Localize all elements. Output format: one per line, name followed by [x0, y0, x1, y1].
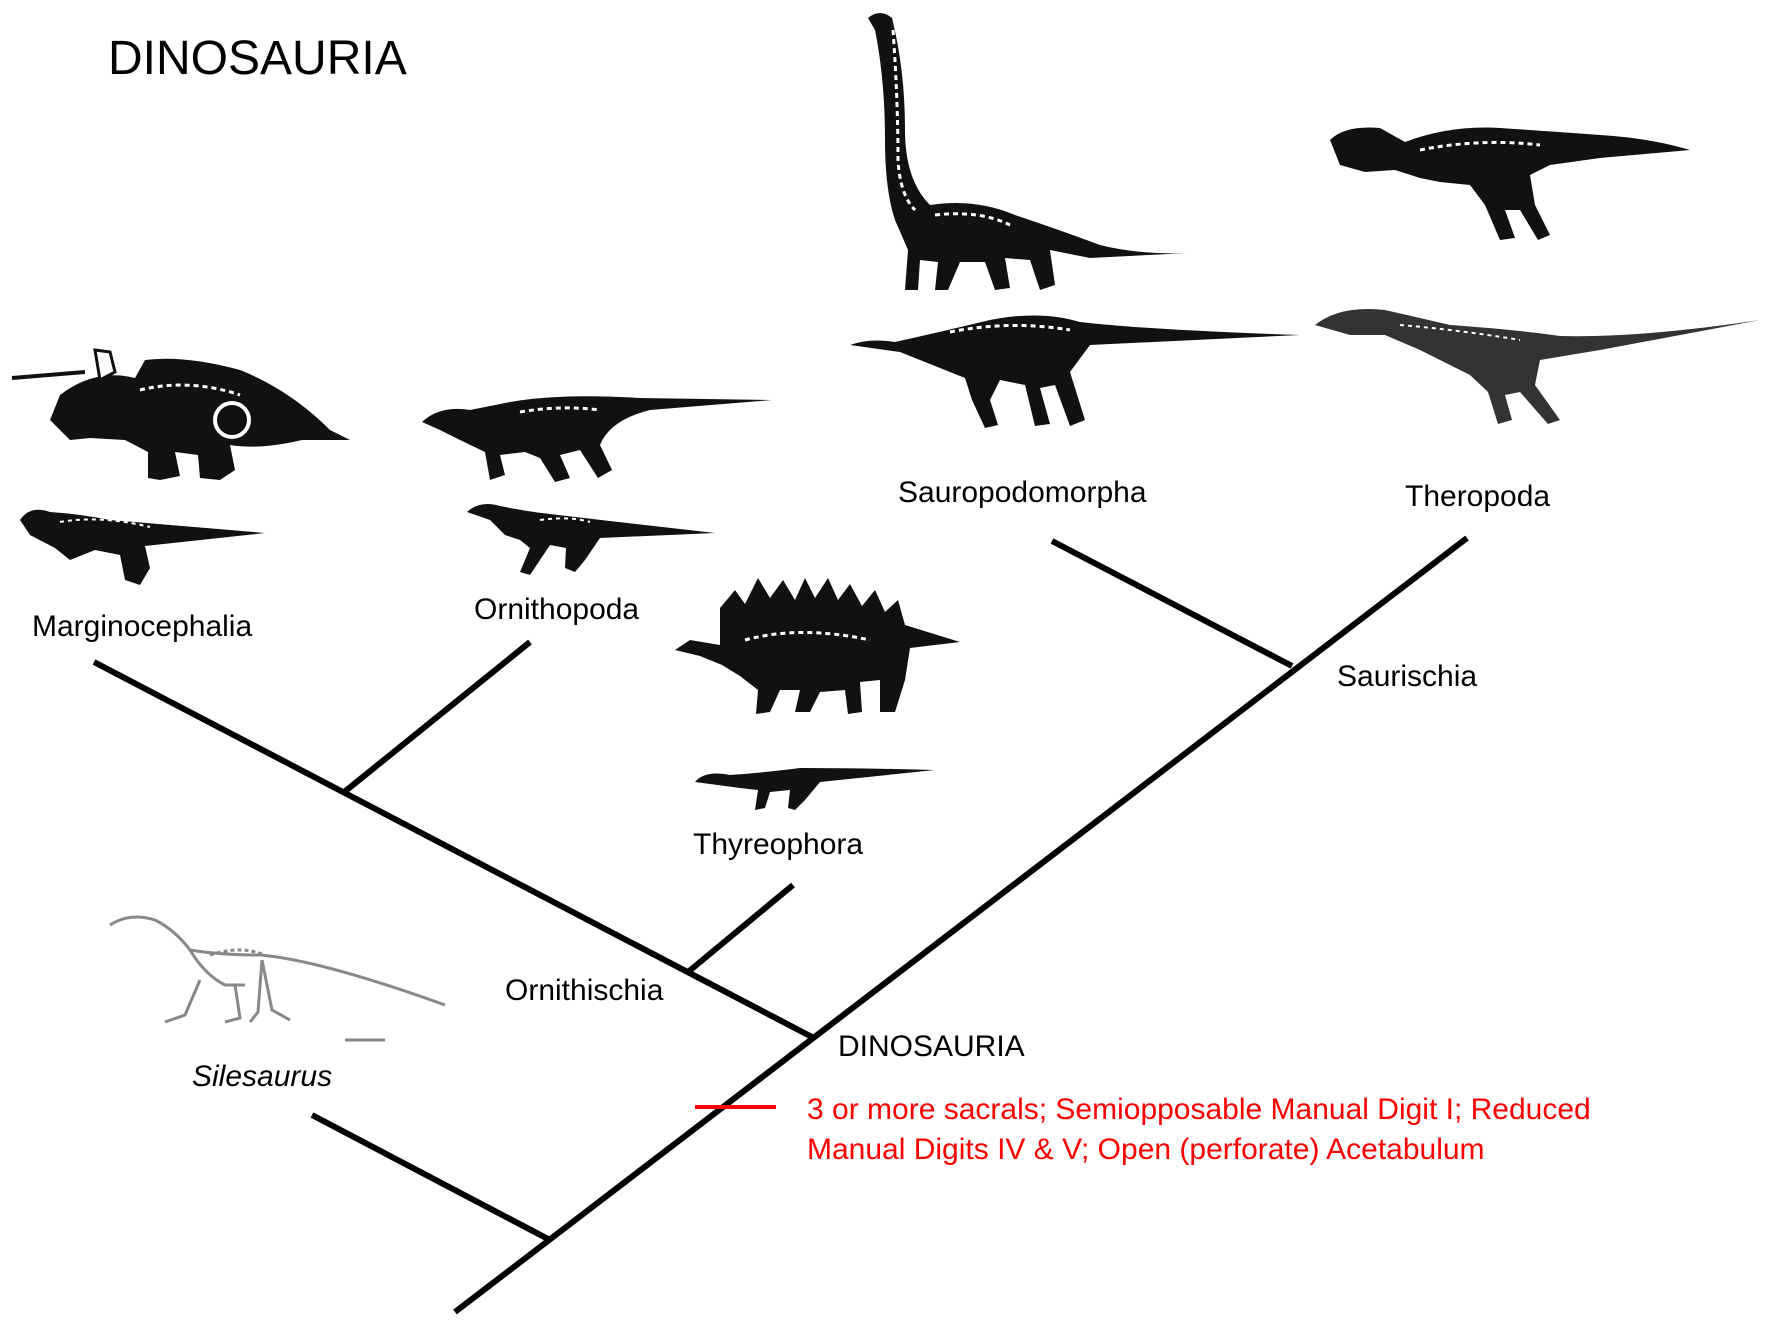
pachycephalosaur-skeleton-icon [20, 510, 265, 585]
sauropod-skeleton-icon [868, 13, 1188, 290]
stegosaur-skeleton-icon [675, 578, 960, 714]
node-label-dinosauria: DINOSAURIA [838, 1032, 1025, 1062]
silesaurus-skeleton-icon [110, 917, 445, 1040]
clade-label-ornithischia: Ornithischia [505, 976, 663, 1006]
branch-thyreophora [688, 885, 793, 972]
clade-label-ornithopoda: Ornithopoda [474, 595, 639, 625]
prosauropod-skeleton-icon [850, 315, 1300, 428]
branch-ornithopoda [343, 642, 530, 793]
clade-label-thyreophora: Thyreophora [693, 830, 863, 860]
taxon-label-silesaurus: Silesaurus [192, 1062, 332, 1092]
synapomorphy-line-2: Manual Digits IV & V; Open (perforate) A… [807, 1130, 1707, 1170]
branch-sauropodomorpha [1052, 541, 1292, 666]
hadrosaur-skeleton-icon [422, 396, 772, 482]
tyrannosaur-skeleton-icon [1330, 128, 1690, 241]
branch-main-trunk [455, 538, 1467, 1312]
clade-label-theropoda: Theropoda [1405, 482, 1550, 512]
ceratopsian-skeleton-icon [12, 350, 350, 480]
page-title: DINOSAURIA [108, 35, 407, 83]
clade-label-marginocephalia: Marginocephalia [32, 612, 252, 642]
basal-theropod-skeleton-icon [1315, 309, 1760, 424]
small-ornithopod-skeleton-icon [467, 504, 715, 575]
clade-label-sauropodomorpha: Sauropodomorpha [898, 478, 1147, 508]
synapomorphy-line-1: 3 or more sacrals; Semiopposable Manual … [807, 1090, 1707, 1130]
synapomorphy-text: 3 or more sacrals; Semiopposable Manual … [807, 1090, 1707, 1170]
branch-silesaurus [312, 1115, 550, 1240]
basal-thyreophoran-skeleton-icon [695, 768, 935, 810]
clade-label-saurischia: Saurischia [1337, 662, 1477, 692]
